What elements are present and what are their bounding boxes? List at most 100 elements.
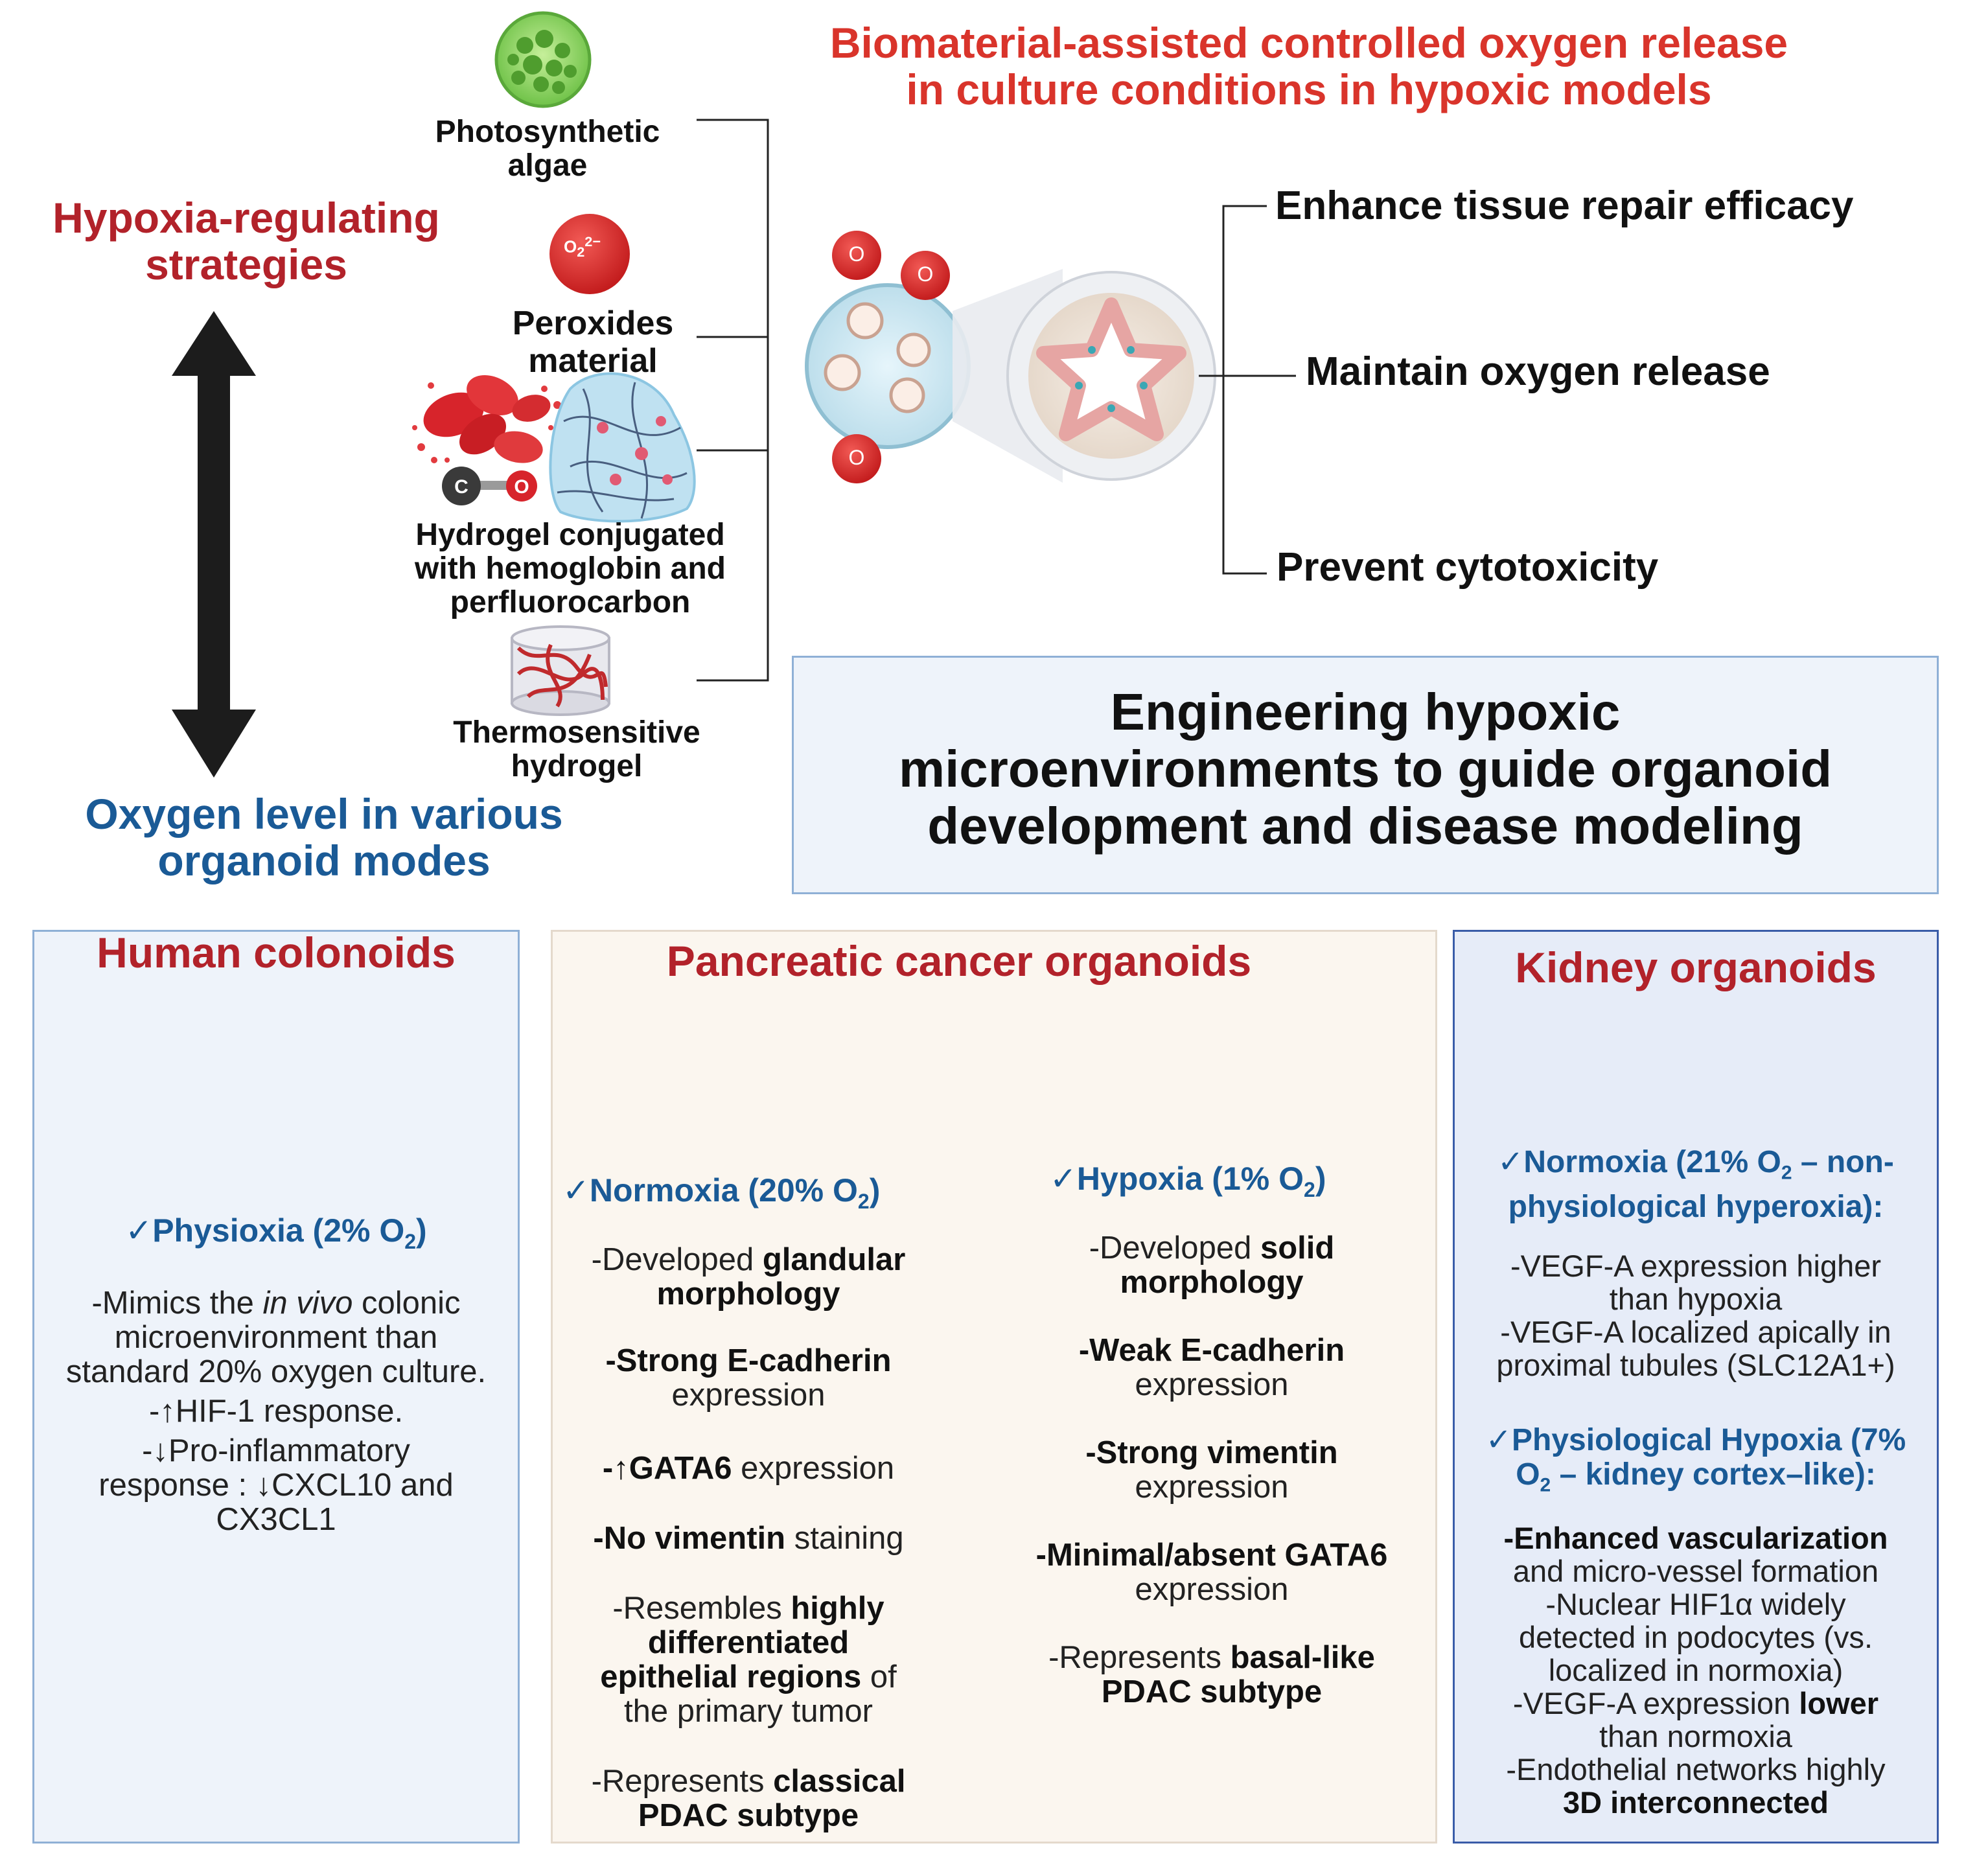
pn-i1-a: -Developed [591, 1242, 763, 1277]
pn-i6-b: classical [773, 1764, 906, 1799]
ph-i1-line2: morphology [1120, 1265, 1304, 1300]
kh-i4-line2: 3D interconnected [1562, 1785, 1829, 1820]
oxygen-bubble-label: O [848, 242, 865, 266]
peroxide-icon [549, 214, 630, 294]
outcome-maintain-oxygen: Maintain oxygen release [1306, 349, 1770, 394]
strategies-label: Hypoxia-regulating strategies [13, 194, 480, 288]
ph-i2-line1: -Weak E-cadherin [1078, 1333, 1345, 1368]
kidney-normoxia-line1-b: – non- [1792, 1145, 1894, 1179]
algae-label: Photosynthetic algae [395, 115, 700, 183]
kidney-normoxia-line1-a: Normoxia (21% O [1523, 1145, 1781, 1179]
kidney-title: Kidney organoids [1515, 943, 1877, 991]
pn-i2-line2: expression [671, 1378, 826, 1413]
blood-cells-icon [412, 375, 561, 463]
colonoids-condition-sub: 2 [404, 1230, 417, 1253]
colonoids-condition: ✓Physioxia (2% O2) [32, 1212, 520, 1254]
thermo-line1: Thermosensitive [453, 715, 700, 750]
kn-i2-line1: -VEGF-A localized apically in [1500, 1315, 1891, 1349]
kidney-hypoxia-line2-a: O [1516, 1457, 1540, 1492]
thermosensitive-label: Thermosensitive hydrogel [415, 716, 739, 783]
check-icon: ✓ [125, 1212, 153, 1249]
hydrogel-line1: Hydrogel conjugated [415, 518, 725, 552]
double-arrow-icon [172, 311, 256, 778]
kh-i2-line3: localized in normoxia) [1548, 1653, 1844, 1687]
kidney-hypoxia-findings: -Enhanced vascularization and micro-vess… [1453, 1521, 1939, 1819]
colonoids-p3-line1: -↓Pro-inflammatory [142, 1433, 410, 1468]
pn-i2-line1: -Strong E-cadherin [605, 1343, 892, 1378]
ph-i4-line1: -Minimal/absent GATA6 [1035, 1538, 1388, 1573]
kidney-normoxia-header: ✓Normoxia (21% O2 – non- physiological h… [1453, 1146, 1939, 1224]
header-title-line1: Biomaterial-assisted controlled oxygen r… [829, 19, 1788, 67]
kidney-hypoxia-sub: 2 [1540, 1474, 1551, 1496]
kidney-hypoxia-line1: Physiological Hypoxia (7% [1512, 1423, 1906, 1457]
check-icon: ✓ [1485, 1423, 1512, 1457]
pancreatic-panel [551, 930, 1437, 1844]
peroxide-o: O [564, 237, 577, 257]
pancreatic-normoxia-end: ) [869, 1172, 881, 1208]
kh-i2-line2: detected in podocytes (vs. [1518, 1620, 1873, 1654]
check-icon: ✓ [562, 1172, 590, 1208]
colonoids-condition-label: Physioxia (2% O [152, 1212, 405, 1249]
colonoids-p1-b: in vivo [262, 1286, 353, 1321]
colonoids-p3-line3: CX3CL1 [216, 1502, 336, 1537]
kh-i2-line1: -Nuclear HIF1α widely [1545, 1587, 1846, 1621]
pn-i5-line3-b: of [861, 1659, 897, 1694]
co-oxygen-label: O [514, 476, 529, 498]
colonoids-p1-a: -Mimics the [91, 1286, 263, 1321]
kh-i4-line1: -Endothelial networks highly [1506, 1752, 1886, 1786]
pn-i5-a: -Resembles [612, 1591, 791, 1626]
ph-i4-line2: expression [1135, 1572, 1289, 1607]
algae-line2: algae [507, 148, 588, 183]
peroxide-superscript: 2− [584, 233, 601, 249]
kh-i3-a: -VEGF-A expression [1512, 1686, 1799, 1720]
materials-bracket [697, 119, 769, 682]
pancreatic-hypoxia-end: ) [1315, 1161, 1326, 1197]
header-title: Biomaterial-assisted controlled oxygen r… [758, 19, 1860, 113]
kh-i1-line2: and micro-vessel formation [1512, 1554, 1879, 1588]
pn-i3-b: expression [732, 1451, 895, 1486]
ph-i1-b: solid [1260, 1231, 1335, 1266]
check-icon: ✓ [1050, 1161, 1077, 1197]
pancreatic-normoxia-label: Normoxia (20% O [589, 1172, 858, 1208]
peroxides-label: Peroxides material [454, 305, 732, 380]
strategies-line1: Hypoxia-regulating [52, 194, 440, 242]
ph-i3-line2: expression [1135, 1470, 1289, 1505]
ph-i5-a: -Represents [1048, 1640, 1231, 1675]
pn-i5-line3-a: epithelial regions [600, 1659, 862, 1694]
oxygen-bubble-label: O [917, 262, 934, 286]
kidney-hypoxia-line2-b: – kidney cortex–like): [1551, 1457, 1876, 1492]
hydrogel-icon [549, 372, 696, 523]
hydrogel-line3: perfluorocarbon [450, 585, 691, 619]
kn-i2-line2: proximal tubules (SLC12A1+) [1496, 1348, 1895, 1382]
colonoids-p1-line3: standard 20% oxygen culture. [65, 1354, 487, 1389]
ph-i5-b: basal-like [1230, 1640, 1375, 1675]
pancreatic-hypoxia-sub: 2 [1304, 1178, 1315, 1201]
peroxides-line2: material [528, 342, 658, 380]
peroxide-subscript: 2 [577, 243, 585, 260]
pancreatic-hypoxia-header: ✓Hypoxia (1% O2) [1050, 1160, 1326, 1202]
thermo-line2: hydrogel [511, 749, 643, 783]
kn-i1-line1: -VEGF-A expression higher [1510, 1249, 1882, 1283]
check-icon: ✓ [1497, 1145, 1524, 1179]
pn-i3-a: -↑GATA6 [602, 1451, 732, 1486]
colonoids-p3-line2: response : ↓CXCL10 and [98, 1468, 454, 1503]
thermosensitive-hydrogel-icon [511, 625, 610, 716]
center-title-line1: Engineering hypoxic [1110, 683, 1621, 741]
outcome-tissue-repair: Enhance tissue repair efficacy [1275, 183, 1854, 228]
kidney-normoxia-findings: -VEGF-A expression higher than hypoxia -… [1453, 1249, 1939, 1381]
peroxide-formula: O22− [564, 233, 622, 260]
pancreatic-normoxia-header: ✓Normoxia (20% O2) [562, 1172, 880, 1214]
pn-i5-line2: differentiated [647, 1625, 850, 1660]
ph-i1-a: -Developed [1089, 1231, 1260, 1266]
pancreatic-title: Pancreatic cancer organoids [666, 937, 1252, 985]
colonoids-title: Human colonoids [97, 929, 456, 977]
kidney-normoxia-sub: 2 [1781, 1162, 1792, 1184]
carbon-monoxide-icon [442, 467, 537, 505]
colonoids-findings: -Mimics the in vivo colonic microenviron… [32, 1286, 520, 1537]
header-title-line2: in culture conditions in hypoxic models [906, 65, 1712, 113]
ph-i3-line1: -Strong vimentin [1085, 1435, 1338, 1470]
oxygen-line1: Oxygen level in various [85, 790, 563, 838]
outcomes-bracket [1199, 205, 1296, 575]
colonoids-p2: -↑HIF-1 response. [148, 1394, 404, 1429]
pn-i5-b: highly [791, 1591, 884, 1626]
